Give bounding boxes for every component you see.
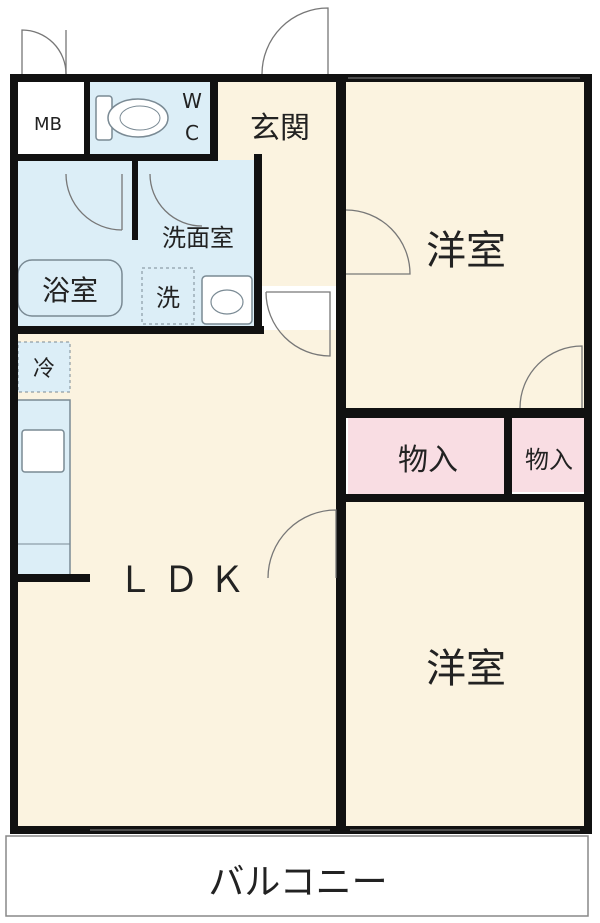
- washer-label: 洗: [156, 284, 180, 312]
- balcony-label: バルコニー: [208, 862, 387, 903]
- kitchen-sink: [21, 429, 65, 473]
- bath-label: 浴室: [42, 274, 98, 307]
- door-swings: [21, 7, 583, 579]
- wash-basin-icon: [201, 275, 253, 325]
- entrance-label: 玄関: [250, 111, 310, 146]
- western-room-1-area: [344, 80, 586, 410]
- storage-1-area: [348, 418, 506, 498]
- fridge-space: [17, 341, 71, 393]
- mb-label: MB: [34, 114, 62, 135]
- balcony-area: [5, 835, 589, 917]
- washroom-label: 洗面室: [162, 224, 234, 252]
- wc-label-w: W: [182, 89, 202, 113]
- western-room-1-label: 洋室: [426, 228, 506, 274]
- western-room-2-label: 洋室: [426, 646, 506, 692]
- western-room-2-area: [344, 500, 586, 830]
- storage-2-area: [512, 418, 586, 492]
- fridge-label: 冷: [33, 357, 55, 382]
- mb-area: [14, 80, 84, 156]
- storage-2-label: 物入: [525, 446, 573, 474]
- wc-label-c: C: [185, 121, 199, 145]
- toilet-icon: [95, 95, 169, 141]
- washer-space: [141, 267, 195, 325]
- kitchen-counter: [13, 399, 71, 579]
- storage-1-label: 物入: [398, 443, 458, 478]
- ldk-label: ＬＤＫ: [117, 560, 255, 601]
